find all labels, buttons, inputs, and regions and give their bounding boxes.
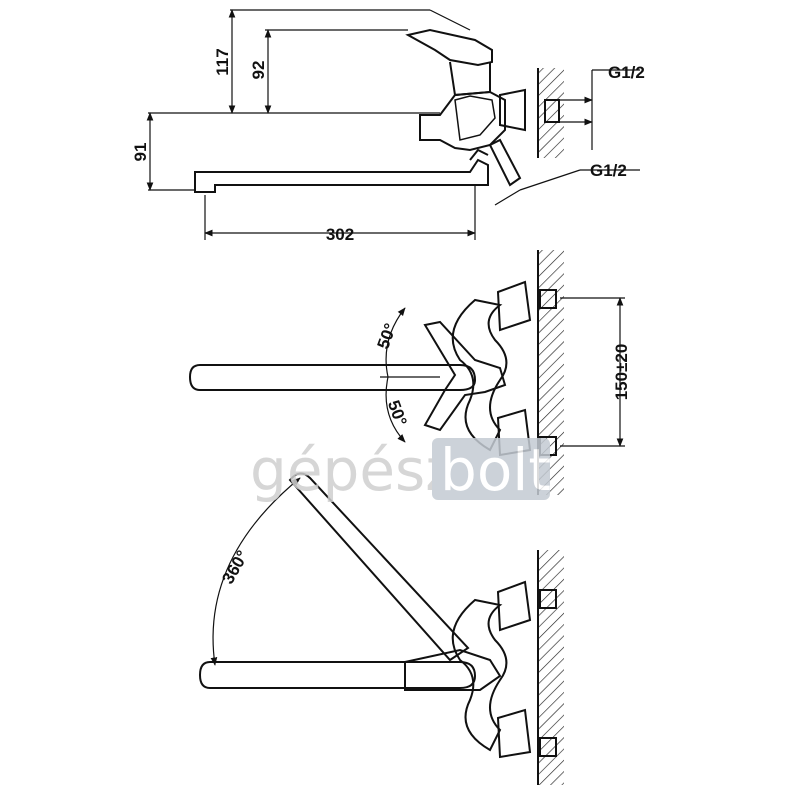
flange-upper-bottom: [496, 580, 532, 632]
lever-plan: [423, 320, 507, 432]
thread-upper-label: G1/2: [608, 63, 645, 82]
spout-rotated: [288, 472, 470, 662]
watermark-text-1: gépész: [250, 436, 456, 504]
spout-plan: [188, 364, 477, 391]
spout-straight: [198, 661, 477, 689]
dim-92-label: 92: [249, 61, 268, 80]
cartridge-cap: [449, 61, 491, 97]
angle-lower-label: 50°: [384, 398, 411, 429]
lower-inlet: [488, 138, 522, 187]
mixer-body-inner: [454, 95, 496, 141]
flange-nut: [499, 88, 526, 132]
dim-302-label: 302: [326, 225, 354, 244]
body-bottom: [451, 598, 508, 752]
spout-joint: [469, 148, 489, 161]
watermark: gépész bolt: [250, 436, 551, 504]
swivel-angle-label: 360°: [218, 547, 252, 587]
plan-view: [188, 250, 625, 495]
side-view: [146, 9, 640, 240]
connector-lower-bottom: [539, 737, 557, 757]
wall-hatch-top: [538, 68, 564, 158]
lever-bottom: [404, 648, 502, 691]
wall-hatch-bottom: [538, 550, 564, 785]
dim-91-label: 91: [131, 143, 150, 162]
watermark-text-2: bolt: [440, 436, 551, 504]
dimension-lines: [146, 9, 640, 240]
watermark-box: [432, 438, 550, 500]
dim-117-label: 117: [213, 48, 232, 75]
spacing-label: 150±20: [612, 344, 631, 401]
angle-upper-label: 50°: [374, 321, 401, 352]
swivel-view: [198, 472, 564, 785]
lever-handle: [405, 28, 493, 67]
flange-lower-bottom: [496, 708, 532, 759]
spout-side: [194, 158, 489, 193]
swivel-arc: [210, 477, 301, 666]
flange-upper: [496, 280, 532, 332]
mixer-body: [419, 90, 506, 152]
connector-upper-bottom: [539, 589, 557, 609]
thread-lower-label: G1/2: [590, 161, 627, 180]
eccentric-connector: [544, 99, 560, 123]
plan-dimension-lines: [380, 297, 625, 447]
connector-upper: [539, 289, 557, 309]
body-plan: [451, 298, 508, 452]
